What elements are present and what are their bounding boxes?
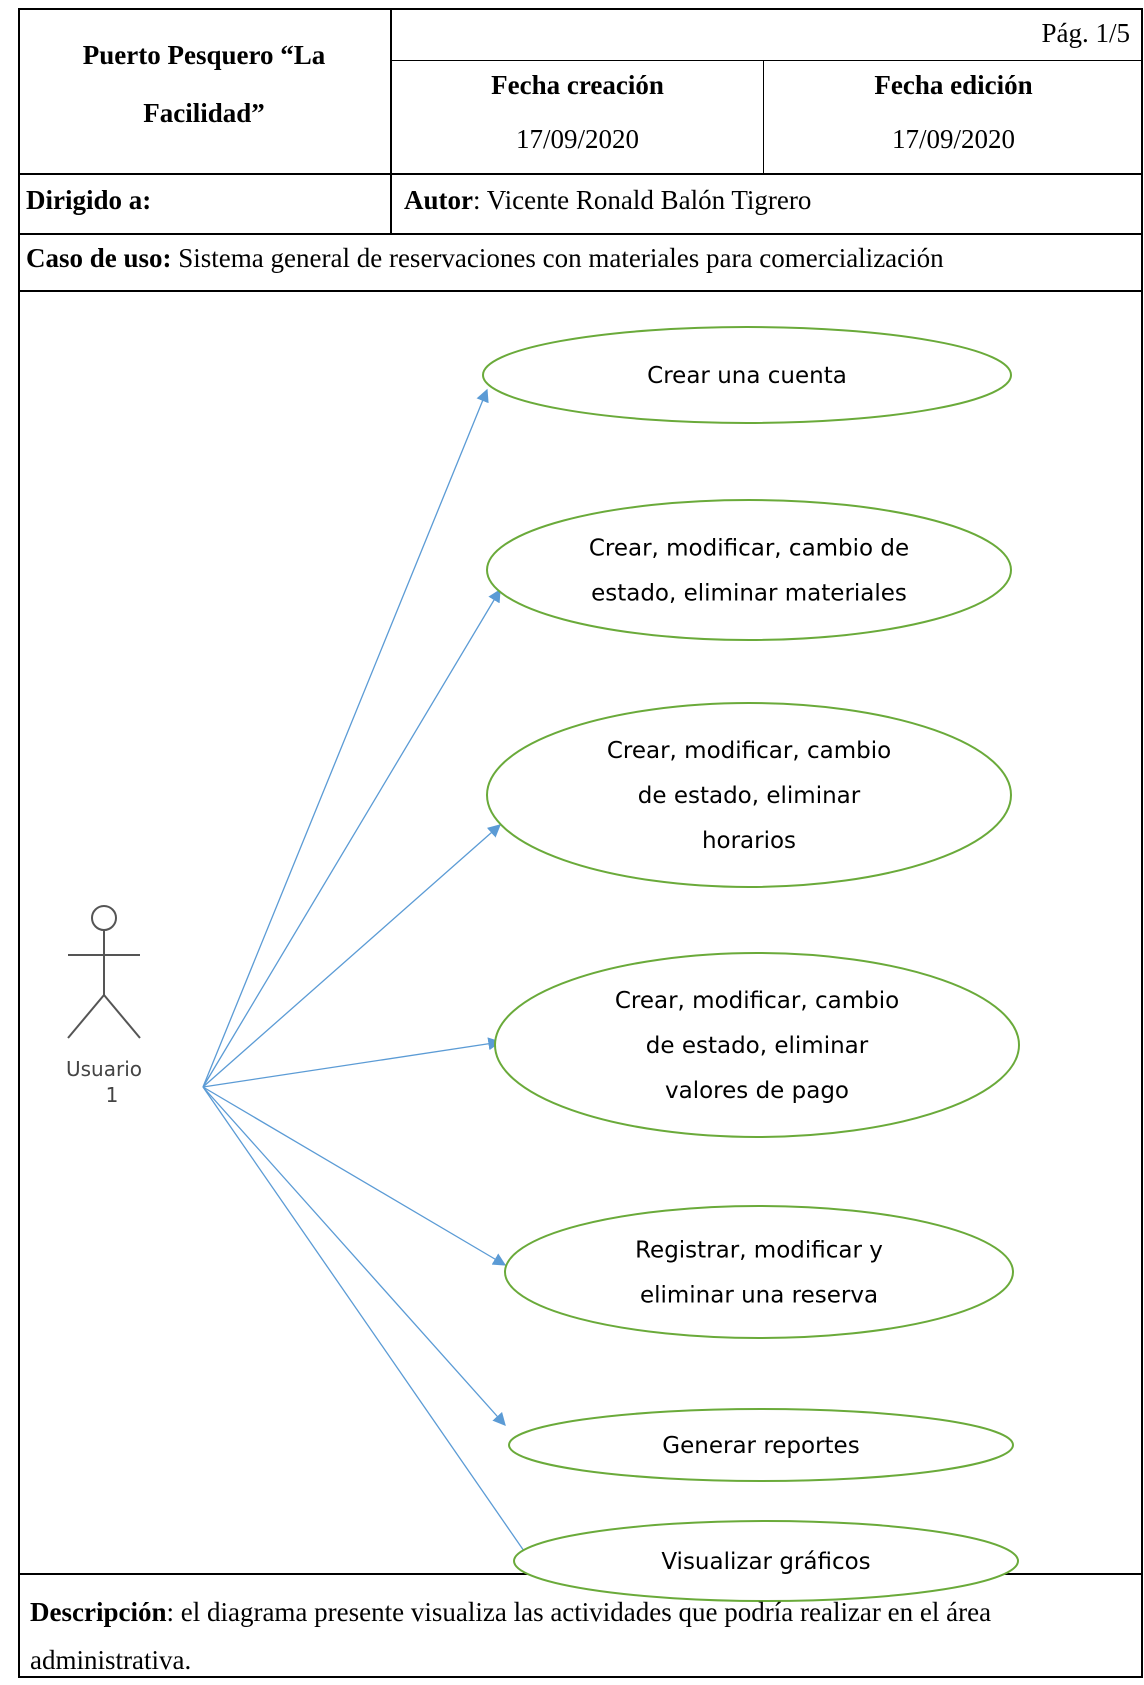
usecase-line: Caso de uso: Sistema general de reservac… [26,243,944,274]
use-case-label: Registrar, modificar y [635,1238,883,1264]
use-case-ellipse [486,702,1012,888]
description-text: : el diagrama presente visualiza las act… [30,1597,992,1675]
description: Descripción: el diagrama presente visual… [30,1588,1120,1684]
addressed-label: Dirigido a: [26,185,152,215]
use-case-label: eliminar una reserva [640,1283,878,1309]
created-value: 17/09/2020 [515,124,639,154]
edited-value: 17/09/2020 [891,124,1015,154]
row-divider [390,60,1143,61]
use-case-ellipse [508,1408,1014,1482]
org-name-line2: Facilidad” [143,98,265,128]
row-divider [18,233,1143,235]
description-label: Descripción [30,1597,167,1627]
association-arrow [202,1086,507,1266]
use-case-label: estado, eliminar materiales [591,581,907,607]
association-arrow [202,588,501,1088]
use-case-label: Crear, modificar, cambio [607,738,891,764]
author-line: Autor: Vicente Ronald Balón Tigrero [404,185,811,216]
author-label: Autor [404,185,473,215]
association-arrow [202,1086,506,1426]
association-arrow [202,1086,534,1566]
association-arrow [202,388,489,1088]
col-divider [763,60,764,173]
actor-left-leg [67,994,105,1039]
row-divider [18,173,1143,175]
use-case-ellipse [486,499,1012,641]
actor-right-leg [103,994,141,1039]
association-arrow [202,824,501,1088]
use-case-ellipse [504,1205,1014,1339]
created-label: Fecha creación [491,70,664,100]
use-case-label: Generar reportes [662,1433,859,1459]
association-arrow [202,1037,502,1088]
actor-head [91,905,117,931]
actor-label: Usuario [66,1057,142,1081]
usecase-label: Caso de uso: [26,243,172,273]
document-table [18,8,1143,1678]
org-name-line1: Puerto Pesquero “La [82,40,326,70]
use-case-label: valores de pago [665,1078,849,1104]
use-case-ellipse [494,952,1020,1138]
use-case-label: Visualizar gráficos [661,1549,870,1575]
use-case-label: de estado, eliminar [646,1033,869,1059]
use-case-ellipse [482,326,1012,424]
use-case-label: Crear una cuenta [647,363,847,389]
row-divider [18,290,1143,292]
use-case-label: Crear, modificar, cambio de [589,536,909,562]
edited-label: Fecha edición [874,70,1033,100]
use-case-label: de estado, eliminar [638,783,861,809]
page-number: Pág. 1/5 [1041,18,1130,48]
use-case-label: Crear, modificar, cambio [615,988,899,1014]
col-divider [390,8,392,234]
actor-figure [67,905,141,1039]
actor-sublabel: 1 [106,1083,119,1107]
use-case-ellipse [513,1520,1019,1602]
usecase-value: Sistema general de reservaciones con mat… [171,243,944,273]
use-case-label: horarios [702,828,796,854]
author-value: : Vicente Ronald Balón Tigrero [473,185,812,215]
